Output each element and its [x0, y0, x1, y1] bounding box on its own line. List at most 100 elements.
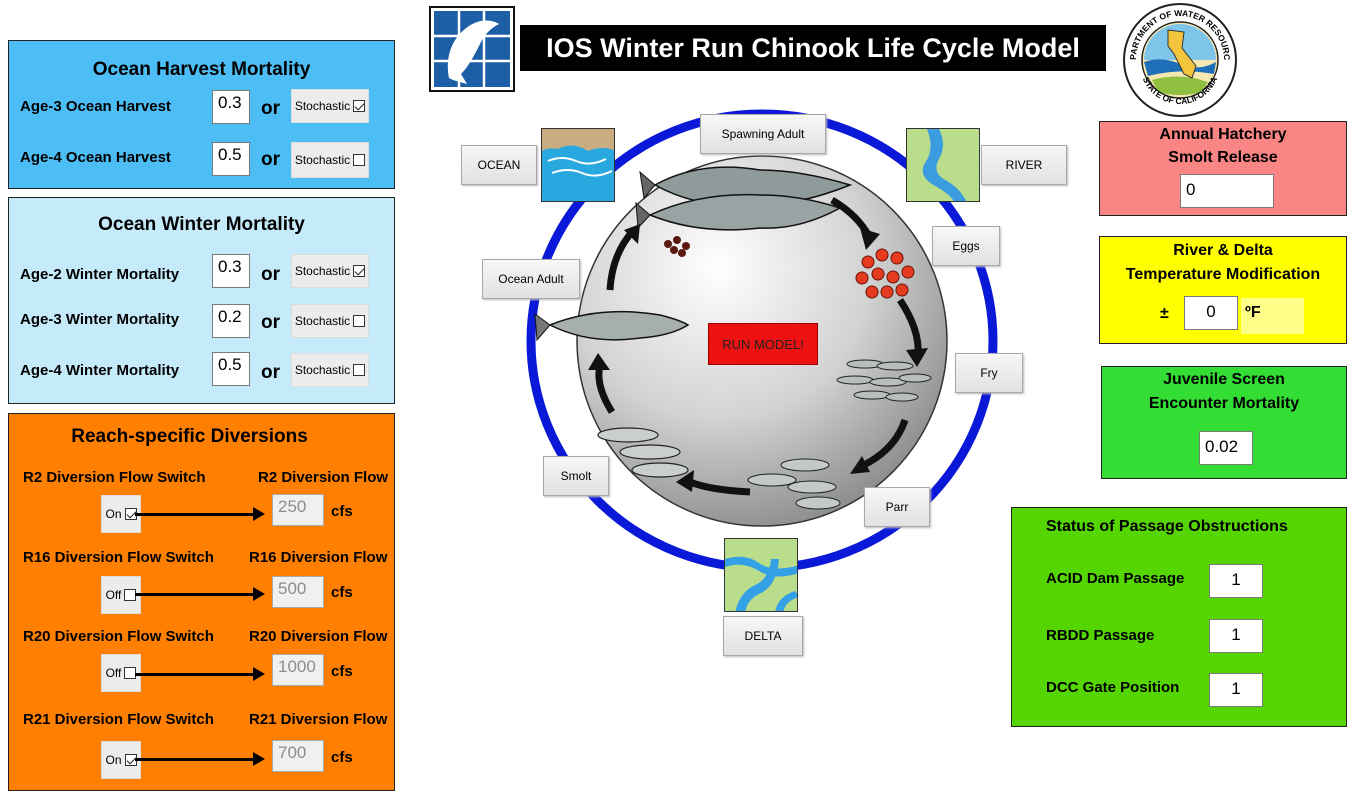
fry-icon — [836, 359, 932, 402]
ocean-button[interactable]: OCEAN — [461, 145, 537, 185]
cfs-unit-label: cfs — [331, 749, 353, 766]
or-label: or — [261, 362, 280, 383]
age4-winter-input[interactable]: 0.5 — [212, 352, 250, 386]
fahrenheit-unit-label: ºF — [1241, 298, 1304, 334]
arrow-right-icon — [135, 507, 265, 521]
page-title: IOS Winter Run Chinook Life Cycle Model — [520, 25, 1106, 71]
eggs-button[interactable]: Eggs — [932, 226, 1000, 266]
run-model-button[interactable]: RUN MODEL! — [708, 323, 818, 365]
stochastic-label: Stochastic — [294, 264, 351, 278]
parr-button[interactable]: Parr — [864, 487, 930, 527]
egg-cluster-icon — [664, 236, 690, 257]
hatchery-panel: Annual Hatchery Smolt Release 0 — [1099, 121, 1347, 216]
hatchery-release-input[interactable]: 0 — [1180, 174, 1274, 208]
delta-habitat-icon — [724, 538, 798, 612]
checkbox-unchecked-icon — [353, 154, 366, 166]
rbdd-input[interactable]: 1 — [1209, 619, 1263, 653]
age2-winter-input[interactable]: 0.3 — [212, 254, 250, 288]
r2-flow-input[interactable]: 250 — [272, 494, 324, 526]
cfs-unit-label: cfs — [331, 584, 353, 601]
parr-icon — [747, 458, 841, 510]
r21-flow-input[interactable]: 700 — [272, 740, 324, 772]
age4-winter-stochastic-checkbox[interactable]: Stochastic — [291, 353, 369, 387]
age4-harvest-stochastic-checkbox[interactable]: Stochastic — [291, 142, 369, 178]
stochastic-label: Stochastic — [294, 99, 351, 113]
r16-flow-label: R16 Diversion Flow — [249, 549, 388, 566]
stochastic-label: Stochastic — [294, 314, 351, 328]
age3-winter-label: Age-3 Winter Mortality — [20, 311, 180, 328]
r21-switch-label: R21 Diversion Flow Switch — [23, 711, 214, 728]
rbdd-label: RBDD Passage — [1046, 627, 1155, 644]
river-button[interactable]: RIVER — [981, 145, 1067, 185]
dcc-gate-input[interactable]: 1 — [1209, 673, 1263, 707]
ocean-winter-title: Ocean Winter Mortality — [98, 214, 305, 235]
acid-dam-input[interactable]: 1 — [1209, 564, 1263, 598]
r21-switch-checkbox[interactable]: On — [101, 741, 141, 779]
age3-harvest-input[interactable]: 0.3 — [212, 90, 250, 124]
checkbox-unchecked-icon — [353, 315, 366, 327]
passage-panel: Status of Passage Obstructions ACID Dam … — [1011, 507, 1347, 727]
switch-state-label: Off — [105, 588, 122, 602]
dwr-seal: DEPARTMENT OF WATER RESOURCES STATE OF C… — [1119, 0, 1238, 118]
fry-button[interactable]: Fry — [955, 353, 1023, 393]
screen-mortality-panel: Juvenile Screen Encounter Mortality 0.02 — [1101, 366, 1347, 479]
fish-logo — [429, 6, 515, 92]
temperature-modification-input[interactable]: 0 — [1184, 296, 1238, 330]
ocean-adult-fish-icon — [534, 310, 690, 342]
screen-mortality-input[interactable]: 0.02 — [1199, 431, 1253, 465]
r2-flow-label: R2 Diversion Flow — [258, 469, 389, 486]
screen-title-line2: Encounter Mortality — [1148, 395, 1300, 412]
age3-winter-input[interactable]: 0.2 — [212, 304, 250, 338]
age4-winter-label: Age-4 Winter Mortality — [20, 362, 180, 379]
age4-harvest-label: Age-4 Ocean Harvest — [20, 149, 171, 166]
ocean-harvest-title: Ocean Harvest Mortality — [92, 59, 311, 80]
or-label: or — [261, 312, 280, 333]
switch-state-label: On — [105, 753, 122, 767]
r20-flow-input[interactable]: 1000 — [272, 654, 324, 686]
or-label: or — [261, 98, 280, 119]
age3-winter-stochastic-checkbox[interactable]: Stochastic — [291, 304, 369, 338]
r20-switch-label: R20 Diversion Flow Switch — [23, 628, 214, 645]
stochastic-label: Stochastic — [294, 153, 351, 167]
plus-minus-label: ± — [1160, 305, 1169, 322]
delta-button[interactable]: DELTA — [723, 616, 803, 656]
switch-state-label: On — [105, 507, 122, 521]
spawning-adult-button[interactable]: Spawning Adult — [700, 114, 826, 154]
acid-dam-label: ACID Dam Passage — [1046, 570, 1185, 587]
hatchery-title-line1: Annual Hatchery — [1159, 126, 1287, 143]
eggs-icon — [855, 248, 915, 299]
age2-winter-label: Age-2 Winter Mortality — [20, 266, 180, 283]
arrow-right-icon — [135, 752, 265, 766]
arrow-right-icon — [135, 587, 265, 601]
or-label: or — [261, 264, 280, 285]
r16-flow-input[interactable]: 500 — [272, 576, 324, 608]
checkbox-checked-icon — [353, 100, 366, 112]
temperature-panel: River & Delta Temperature Modification ±… — [1099, 236, 1347, 344]
diversions-panel: Reach-specific Diversions R2 Diversion F… — [8, 413, 395, 791]
dcc-gate-label: DCC Gate Position — [1046, 679, 1180, 696]
switch-state-label: Off — [105, 666, 122, 680]
cfs-unit-label: cfs — [331, 663, 353, 680]
r2-switch-checkbox[interactable]: On — [101, 495, 141, 533]
checkbox-unchecked-icon — [353, 364, 366, 376]
arrow-right-icon — [135, 667, 265, 681]
smolt-icon — [597, 427, 689, 478]
river-habitat-icon — [906, 128, 980, 202]
age3-harvest-stochastic-checkbox[interactable]: Stochastic — [291, 89, 369, 123]
ocean-harvest-panel: Ocean Harvest Mortality Age-3 Ocean Harv… — [8, 40, 395, 189]
hatchery-title-line2: Smolt Release — [1168, 149, 1278, 166]
r2-switch-label: R2 Diversion Flow Switch — [23, 469, 206, 486]
temperature-title-line1: River & Delta — [1173, 242, 1273, 259]
stochastic-label: Stochastic — [294, 363, 351, 377]
ocean-habitat-icon — [541, 128, 615, 202]
r16-switch-label: R16 Diversion Flow Switch — [23, 549, 214, 566]
ocean-winter-panel: Ocean Winter Mortality Age-2 Winter Mort… — [8, 197, 395, 404]
age3-harvest-label: Age-3 Ocean Harvest — [20, 98, 171, 115]
passage-title: Status of Passage Obstructions — [1046, 518, 1288, 535]
ocean-adult-button[interactable]: Ocean Adult — [482, 259, 580, 299]
smolt-button[interactable]: Smolt — [543, 456, 609, 496]
screen-title-line1: Juvenile Screen — [1163, 371, 1285, 388]
age4-harvest-input[interactable]: 0.5 — [212, 142, 250, 176]
or-label: or — [261, 149, 280, 170]
age2-winter-stochastic-checkbox[interactable]: Stochastic — [291, 254, 369, 288]
